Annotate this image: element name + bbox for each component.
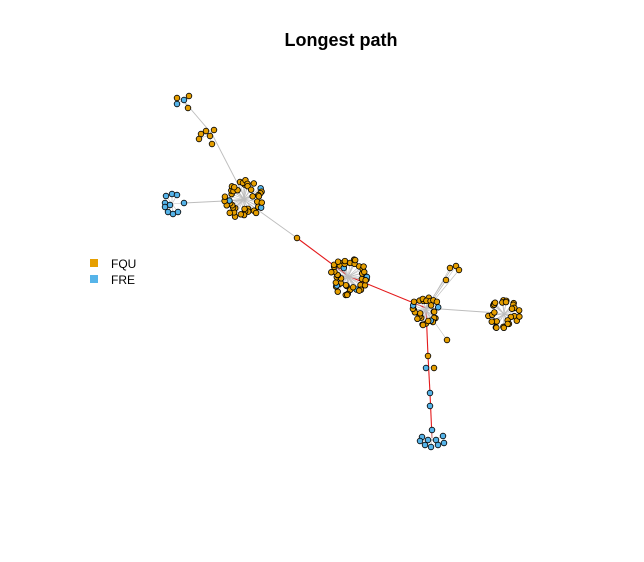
node-fqu xyxy=(455,266,463,274)
node-fqu xyxy=(488,318,495,325)
node-fqu xyxy=(195,135,203,143)
node-fqu xyxy=(208,140,216,148)
node-fre xyxy=(161,203,169,211)
node-fqu xyxy=(341,257,349,265)
node-fqu xyxy=(247,186,255,193)
node-fqu xyxy=(410,298,418,305)
edge xyxy=(425,309,448,341)
node-fre xyxy=(416,437,424,445)
node-fqu xyxy=(328,269,335,276)
edges xyxy=(164,95,520,448)
node-fqu xyxy=(515,307,523,314)
edge xyxy=(224,196,245,200)
edge xyxy=(183,199,245,204)
node-fqu xyxy=(349,284,357,291)
legend: FQU FRE xyxy=(90,257,136,287)
node-fqu xyxy=(202,127,210,135)
node-fqu xyxy=(500,324,508,332)
node-fqu xyxy=(416,310,424,317)
node-fre xyxy=(173,191,181,199)
node-fre xyxy=(427,443,435,451)
node-fqu xyxy=(516,313,523,320)
node-fqu xyxy=(427,302,435,309)
node-fre xyxy=(174,208,182,216)
node-fqu xyxy=(504,320,511,328)
node-fre xyxy=(434,304,442,311)
node-fqu xyxy=(185,92,193,100)
node-fre xyxy=(422,364,430,372)
edge xyxy=(243,199,298,239)
node-fqu xyxy=(258,199,265,206)
node-fqu xyxy=(343,291,351,299)
node-fqu xyxy=(360,263,367,270)
edge xyxy=(211,133,245,197)
node-fre xyxy=(173,100,181,108)
legend-label-fqu: FQU xyxy=(111,257,136,271)
node-fqu xyxy=(424,352,432,360)
node-fqu xyxy=(332,279,340,286)
node-fre xyxy=(440,439,448,447)
node-fqu xyxy=(206,132,214,140)
node-fqu xyxy=(252,209,260,217)
node-fqu xyxy=(414,315,421,323)
node-fqu xyxy=(184,104,192,112)
node-fqu xyxy=(442,276,450,284)
node-fre xyxy=(421,441,429,449)
node-fqu xyxy=(491,309,498,316)
path-edge xyxy=(427,355,431,394)
nodes xyxy=(161,92,523,451)
node-fqu xyxy=(334,258,342,265)
node-fre xyxy=(424,436,432,444)
plot-title: Longest path xyxy=(285,30,398,50)
node-fqu xyxy=(241,205,248,213)
node-fqu xyxy=(226,209,233,217)
node-fqu xyxy=(443,336,451,344)
node-fre xyxy=(180,96,188,104)
node-fqu xyxy=(250,180,258,187)
node-fqu xyxy=(221,193,229,200)
legend-label-fre: FRE xyxy=(111,273,135,287)
node-fre xyxy=(439,432,447,440)
node-fqu xyxy=(491,299,499,306)
node-fqu xyxy=(237,211,245,218)
node-fre xyxy=(428,426,436,434)
node-fqu xyxy=(433,298,441,306)
node-fqu xyxy=(173,94,181,102)
node-fqu xyxy=(249,193,256,200)
legend-swatch-fqu xyxy=(90,259,98,267)
node-fqu xyxy=(425,317,432,325)
node-fre xyxy=(180,199,188,207)
node-fqu xyxy=(351,256,359,264)
node-fqu xyxy=(255,193,263,200)
node-fre xyxy=(426,389,434,397)
node-fqu xyxy=(210,126,218,134)
legend-swatch-fre xyxy=(90,275,98,283)
node-fqu xyxy=(419,321,427,329)
node-fqu xyxy=(446,264,454,272)
node-fre xyxy=(434,441,442,449)
node-fqu xyxy=(430,308,438,316)
node-fqu xyxy=(493,324,500,331)
node-fqu xyxy=(293,234,301,242)
node-fqu xyxy=(508,305,516,312)
node-fre xyxy=(426,402,434,410)
node-fqu xyxy=(502,298,510,306)
node-fqu xyxy=(356,287,363,294)
node-fqu xyxy=(430,364,438,372)
node-fqu xyxy=(231,183,238,191)
node-fre xyxy=(162,192,170,200)
node-fqu xyxy=(362,277,369,284)
